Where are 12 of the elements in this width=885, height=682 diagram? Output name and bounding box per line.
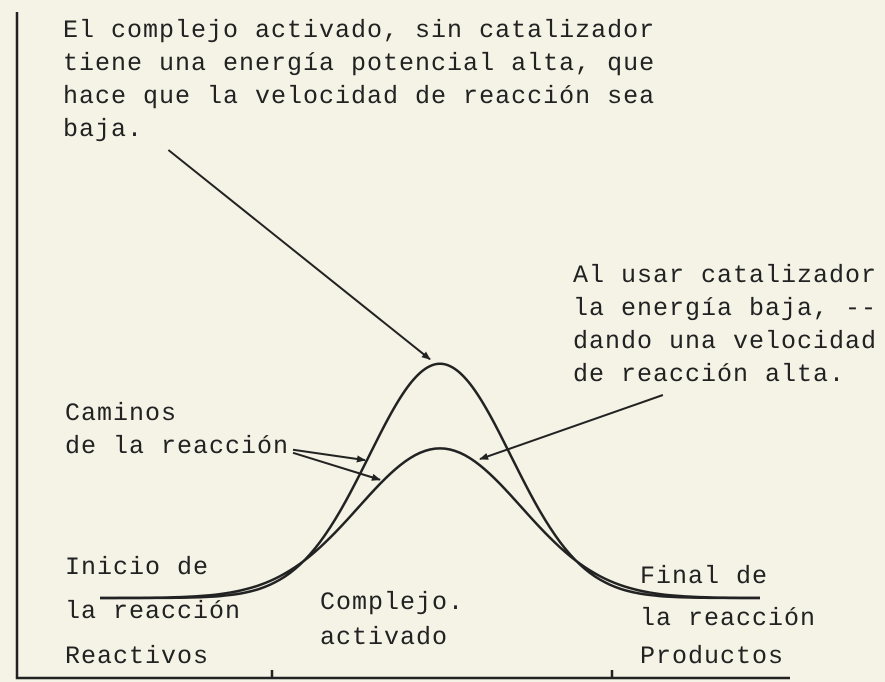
- axis-label: Reactivos: [65, 641, 210, 673]
- axis-label: Productos: [640, 641, 786, 673]
- leader-line: [292, 448, 366, 463]
- leader-line: [479, 394, 664, 460]
- leader-line: [168, 149, 431, 360]
- axis-label: Final de la reacción: [640, 561, 818, 635]
- leader-line: [292, 452, 381, 481]
- annotation-text: Caminos de la reacción: [65, 397, 293, 463]
- annotation-text: El complejo activado, sin catalizador tiene una energía potencial alta, que hace que la velocidad de reacción sea baja.: [63, 14, 683, 146]
- axis-label: Inicio de la reacción: [65, 552, 242, 628]
- axis-label: Complejo. activado: [320, 587, 466, 654]
- annotation-text: Al usar catalizador la energía baja, -- dando una velocidad de reacción alta.: [573, 259, 883, 391]
